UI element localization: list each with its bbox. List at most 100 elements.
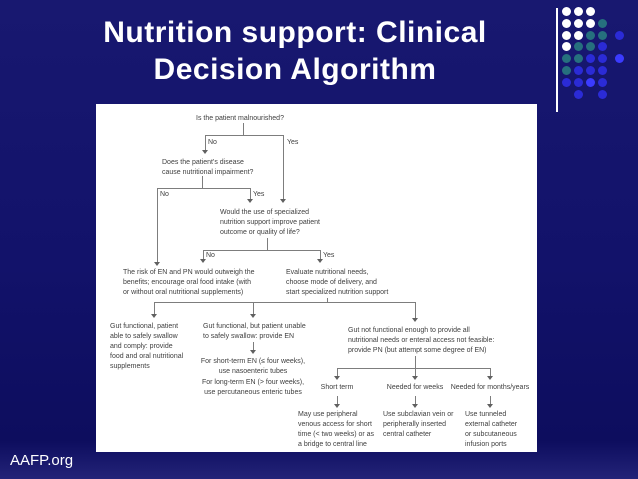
connector-line [203, 250, 321, 251]
arrowhead-icon [487, 404, 493, 408]
connector-line [283, 135, 284, 199]
flowchart-panel: Is the patient malnourished? Does the pa… [96, 104, 537, 452]
connector-line [154, 302, 416, 303]
arrowhead-icon [317, 259, 323, 263]
decoration-dot [598, 54, 607, 64]
connector-line [205, 135, 206, 150]
arrowhead-icon [250, 314, 256, 318]
arrowhead-icon [412, 376, 418, 380]
connector-line [253, 342, 254, 350]
decoration-dot [615, 54, 624, 64]
arrowhead-icon [412, 404, 418, 408]
connector-line [415, 396, 416, 404]
decoration-dot [598, 66, 607, 75]
branch-label-no: No [160, 191, 169, 198]
arrowhead-icon [280, 199, 286, 203]
decoration-dot [574, 54, 583, 64]
connector-line [337, 368, 490, 369]
connector-line [415, 356, 416, 368]
connector-line [157, 188, 251, 189]
decoration-dot [574, 30, 583, 40]
branch-label-needed-weeks: Needed for weeks [386, 384, 444, 391]
branch-label-short-term: Short term [320, 384, 354, 391]
flow-node-evaluate-needs: Evaluate nutritional needs, choose mode … [286, 269, 389, 296]
decoration-dot [598, 77, 607, 87]
decoration-dot [574, 66, 583, 75]
decoration-dot [586, 30, 595, 40]
decoration-dot [586, 54, 595, 64]
decoration-dot [586, 77, 595, 87]
flow-node-risk-outweigh: The risk of EN and PN would outweigh the… [123, 269, 255, 296]
connector-line [490, 368, 491, 376]
connector-line [205, 135, 284, 136]
footer-branding: AAFP.org [10, 452, 74, 469]
decoration-dot [562, 7, 571, 16]
slide-title: Nutrition support: Clinical Decision Alg… [103, 16, 487, 86]
flow-node-malnourished: Is the patient malnourished? [196, 115, 284, 122]
decoration-dot [598, 89, 607, 99]
arrowhead-icon [334, 404, 340, 408]
arrowhead-icon [334, 376, 340, 380]
branch-label-yes: Yes [287, 139, 299, 146]
dot-grid-decoration-icon [562, 7, 638, 109]
decoration-dot [586, 66, 595, 75]
connector-line [415, 302, 416, 318]
decoration-dot [574, 77, 583, 87]
connector-line [337, 368, 338, 376]
decoration-dot [574, 89, 583, 99]
decoration-dot [574, 18, 583, 28]
arrowhead-icon [202, 150, 208, 154]
flow-node-specialized-support: Would the use of specialized nutrition s… [220, 209, 320, 236]
decoration-dot [586, 42, 595, 52]
decoration-dot [562, 42, 571, 52]
flow-node-gut-oral: Gut functional, patient able to safely s… [110, 323, 184, 370]
branch-label-yes: Yes [323, 252, 335, 259]
flow-node-disease-impairment: Does the patient's disease cause nutriti… [162, 159, 254, 176]
decoration-dot [586, 7, 595, 16]
decoration-dot [574, 7, 583, 16]
arrowhead-icon [250, 350, 256, 354]
decoration-dot [615, 30, 624, 40]
connector-line [243, 123, 244, 135]
flow-node-subclavian: Use subclavian vein or peripherally inse… [383, 411, 454, 438]
connector-line [337, 396, 338, 404]
arrowhead-icon [412, 318, 418, 322]
decoration-dot [598, 42, 607, 52]
connector-line [320, 250, 321, 259]
decoration-dot [586, 18, 595, 28]
decoration-dot [598, 18, 607, 28]
flow-node-short-term-en: For short-term EN (≤ four weeks), use na… [200, 358, 306, 375]
arrowhead-icon [154, 262, 160, 266]
decoration-dot [574, 42, 583, 52]
decoration-dot [562, 18, 571, 28]
connector-line [415, 368, 416, 376]
connector-line [154, 302, 155, 314]
flow-node-peripheral-access: May use peripheral venous access for sho… [298, 411, 375, 448]
branch-label-no: No [208, 139, 217, 146]
branch-label-needed-months: Needed for months/years [450, 384, 530, 391]
connector-line [203, 250, 204, 259]
decoration-dot [598, 30, 607, 40]
arrowhead-icon [200, 259, 206, 263]
vertical-rule-decoration [556, 8, 558, 112]
arrowhead-icon [151, 314, 157, 318]
flow-node-gut-en: Gut functional, but patient unable to sa… [203, 323, 306, 340]
flow-node-tunneled: Use tunneled external catheter or subcut… [465, 411, 518, 448]
decoration-dot [562, 77, 571, 87]
decoration-dot [562, 66, 571, 75]
flow-node-gut-pn: Gut not functional enough to provide all… [348, 327, 495, 354]
arrowhead-icon [247, 199, 253, 203]
connector-line [157, 188, 158, 262]
connector-line [253, 302, 254, 314]
connector-line [250, 188, 251, 199]
connector-line [327, 298, 328, 302]
flow-node-long-term-en: For long-term EN (> four weeks), use per… [201, 379, 305, 396]
arrowhead-icon [487, 376, 493, 380]
branch-label-no: No [206, 252, 215, 259]
decoration-dot [562, 54, 571, 64]
connector-line [267, 238, 268, 250]
connector-line [202, 176, 203, 188]
decoration-dot [562, 30, 571, 40]
connector-line [490, 396, 491, 404]
